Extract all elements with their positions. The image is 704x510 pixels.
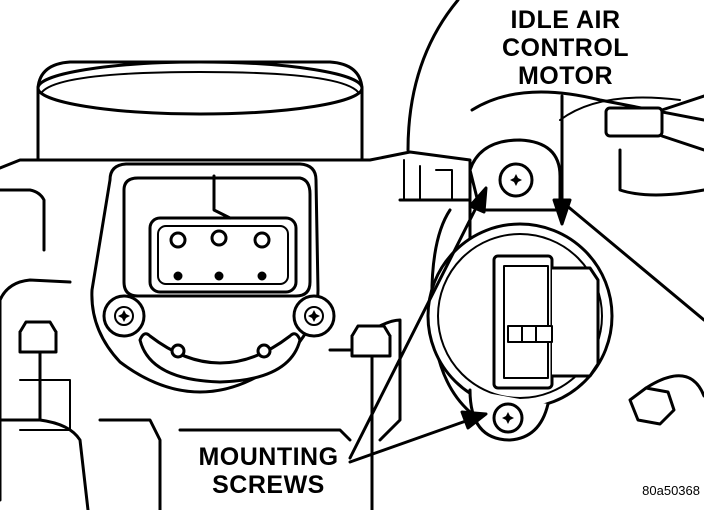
- screw-pointer-lower: [348, 410, 488, 464]
- screw-star: [118, 310, 130, 322]
- idle-air-control-motor-label: IDLE AIR CONTROL MOTOR: [478, 6, 653, 90]
- hex-bolt-center: [350, 324, 392, 358]
- screw-star: [308, 310, 320, 322]
- hex-bolt-right: [628, 374, 704, 426]
- screw-star: [510, 174, 522, 186]
- throttle-position-sensor: [90, 162, 320, 394]
- idle-air-control-motor: [426, 138, 614, 442]
- intake-hose: [406, 0, 704, 322]
- label-line: MOTOR: [517, 62, 614, 90]
- label-line: MOUNTING: [198, 443, 339, 471]
- label-line: CONTROL: [501, 34, 630, 62]
- screw-star: [502, 412, 514, 424]
- figure-code: 80a50368: [642, 483, 700, 498]
- label-line: IDLE AIR: [510, 6, 621, 34]
- label-line: SCREWS: [212, 471, 325, 499]
- iac-pointer: [552, 94, 572, 226]
- screw-pointer-upper: [348, 186, 488, 460]
- hex-bolt-left: [18, 320, 58, 354]
- mounting-screws-label: MOUNTING SCREWS: [186, 443, 351, 499]
- throttle-body-cylinder: [36, 60, 364, 170]
